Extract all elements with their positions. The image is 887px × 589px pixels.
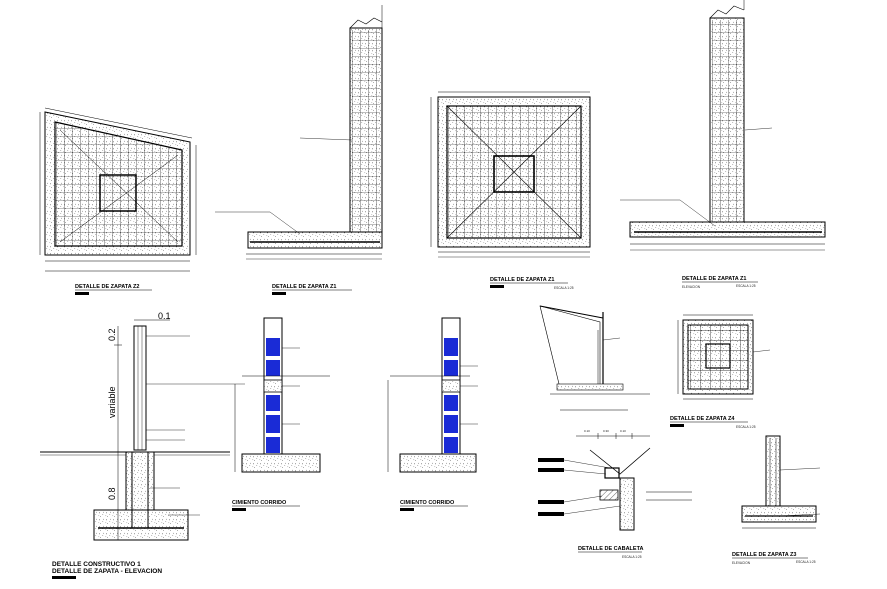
caption-z2: DETALLE DE ZAPATA Z2 (75, 284, 139, 290)
caption-z1-wall: DETALLE DE ZAPATA Z1 (272, 284, 336, 290)
detail-cabaleta: 0.10 0.30 0.10 DETALLE DE CABALETA ESCAL… (538, 429, 692, 559)
detail-cimiento-2: CIMIENTO CORRIDO (387, 317, 478, 511)
detail-z1-plan: DETALLE DE ZAPATA Z1 ESCALA 1:25 (430, 91, 591, 290)
scale-z4: ESCALA 1:25 (736, 425, 756, 429)
scale-z1-elevation: ESCALA 1:25 (736, 284, 756, 288)
block-title-line1: DETALLE CONSTRUCTIVO 1 (52, 561, 141, 568)
subtitle-elevacion-1: ELEVACION (682, 285, 701, 289)
scale-cabaleta: ESCALA 1:25 (622, 555, 642, 559)
caption-cimiento-2: CIMIENTO CORRIDO (400, 500, 455, 506)
dim-variable: variable (107, 386, 117, 418)
detail-z1-wall: DETALLE DE ZAPATA Z1 (215, 5, 383, 295)
scale-z1-plan: ESCALA 1:25 (554, 286, 574, 290)
dim-02: 0.2 (107, 328, 117, 341)
caption-cabaleta: DETALLE DE CABALETA (578, 546, 644, 552)
caption-cimiento-1: CIMIENTO CORRIDO (232, 500, 287, 506)
caption-z4: DETALLE DE ZAPATA Z4 (670, 416, 735, 422)
block-title-line2: DETALLE DE ZAPATA - ELEVACION (52, 568, 162, 575)
caption-z1-plan: DETALLE DE ZAPATA Z1 (490, 277, 554, 283)
caption-z3: DETALLE DE ZAPATA Z3 (732, 552, 796, 558)
detail-z2: DETALLE DE ZAPATA Z2 (39, 107, 197, 295)
detail-tipico (539, 305, 650, 411)
detail-constructivo-1: 0.1 0.2 variable 0.8 DETALLE CONSTRUCTIV… (40, 311, 245, 579)
detail-z4: DETALLE DE ZAPATA Z4 ESCALA 1:25 (670, 314, 771, 429)
dim-cab-a: 0.10 (584, 429, 590, 433)
caption-z1-elevation: DETALLE DE ZAPATA Z1 (682, 276, 746, 282)
scale-z3: ESCALA 1:25 (796, 560, 816, 564)
detail-z1-elevation: DETALLE DE ZAPATA Z1 ELEVACION ESCALA 1:… (620, 0, 826, 289)
dim-08: 0.8 (107, 487, 117, 500)
dim-cab-b: 0.30 (603, 429, 609, 433)
dim-cab-c: 0.10 (620, 429, 626, 433)
dim-01: 0.1 (158, 311, 171, 321)
subtitle-elevacion-2: ELEVACION (732, 561, 751, 565)
detail-cimiento-1: CIMIENTO CORRIDO (232, 317, 330, 511)
detail-z3: DETALLE DE ZAPATA Z3 ELEVACION ESCALA 1:… (732, 435, 821, 565)
